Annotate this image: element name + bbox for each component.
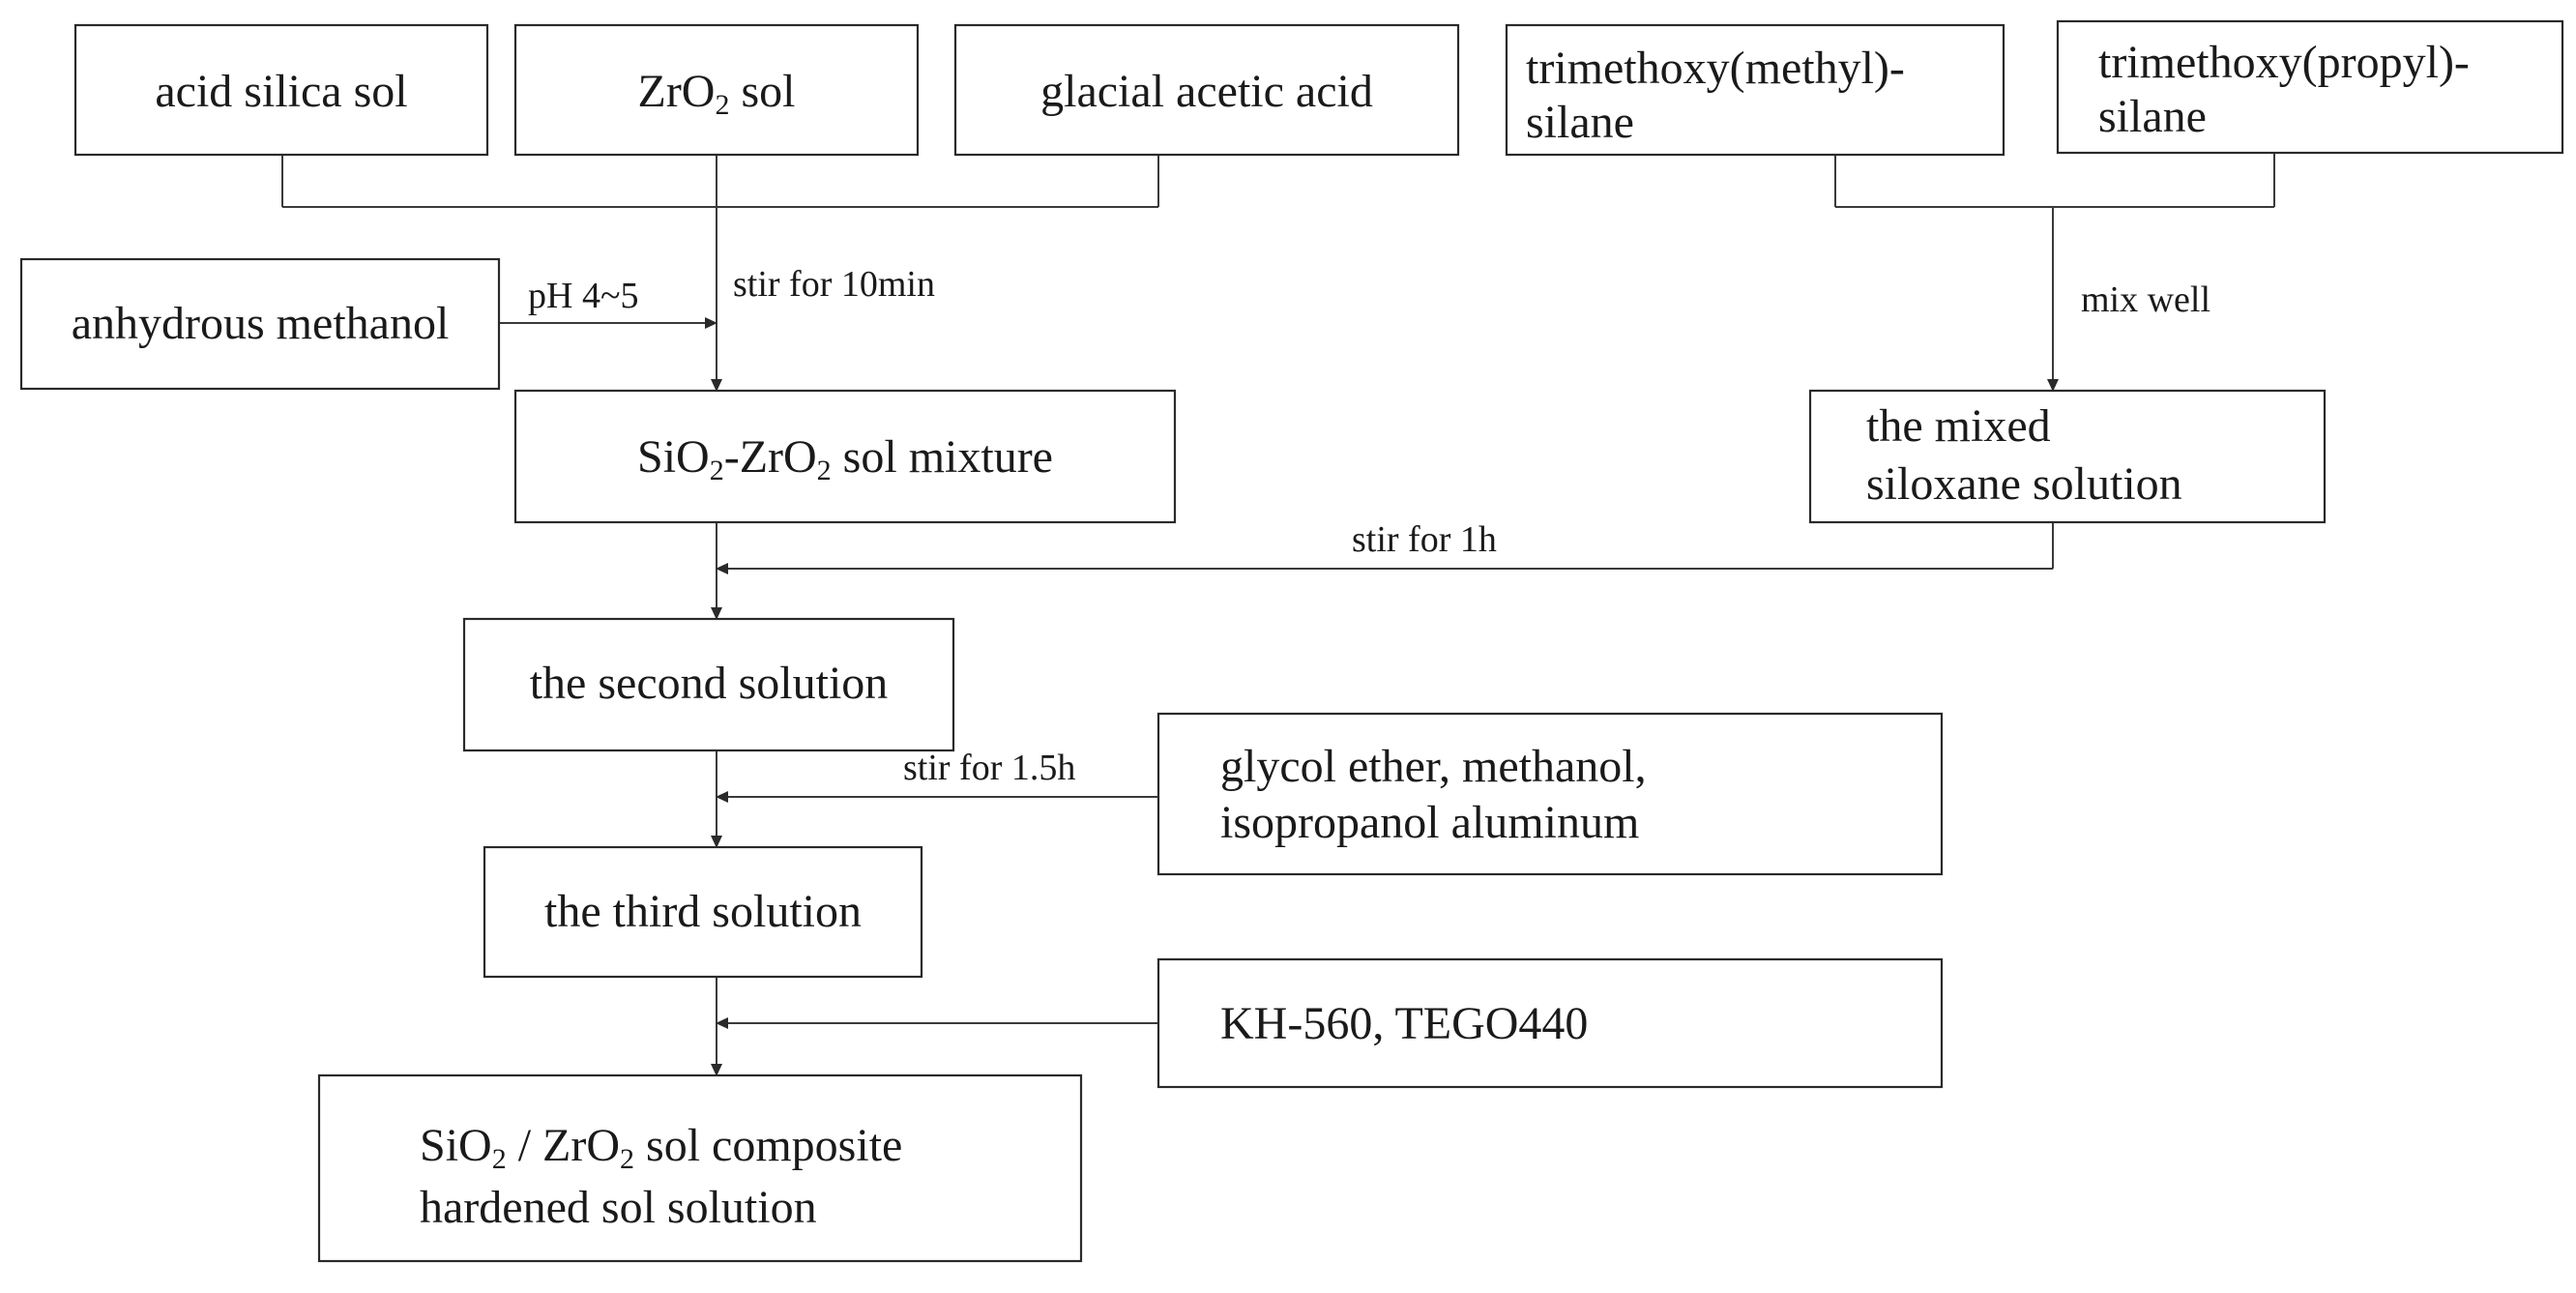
node-label-line1: glycol ether, methanol,	[1220, 741, 1647, 792]
node-label: glacial acetic acid	[1040, 66, 1373, 117]
node-label-line2: silane	[2098, 91, 2207, 142]
node-label-line1: SiO2 / ZrO2 sol composite	[420, 1120, 902, 1175]
node-sio2-zro2-sol-mixture: SiO2-ZrO2 sol mixture	[513, 389, 1177, 524]
node-kh560-tego440: KH-560, TEGO440	[1156, 957, 1944, 1089]
node-label: the third solution	[544, 886, 862, 937]
node-label-line2: isopropanol aluminum	[1220, 797, 1639, 848]
node-label-line1: trimethoxy(propyl)-	[2098, 37, 2470, 88]
node-second-solution: the second solution	[462, 617, 955, 752]
node-label-line1: trimethoxy(methyl)-	[1526, 43, 1905, 94]
node-mixed-siloxane-solution: the mixed siloxane solution	[1808, 389, 2327, 524]
label-ph: pH 4~5	[528, 276, 639, 316]
node-label: anhydrous methanol	[72, 298, 450, 349]
node-final-product: SiO2 / ZrO2 sol composite hardened sol s…	[317, 1073, 1083, 1263]
node-label-line2: siloxane solution	[1866, 458, 2182, 510]
label-stir-1-5h: stir for 1.5h	[903, 748, 1075, 788]
node-trimethoxy-propyl-silane: trimethoxy(propyl)- silane	[2056, 19, 2564, 155]
node-acid-silica-sol: acid silica sol	[73, 23, 489, 157]
node-label: ZrO2 sol	[638, 66, 796, 121]
node-anhydrous-methanol: anhydrous methanol	[19, 257, 501, 391]
node-glacial-acetic-acid: glacial acetic acid	[953, 23, 1460, 157]
node-label: SiO2-ZrO2 sol mixture	[637, 431, 1053, 486]
node-label: KH-560, TEGO440	[1220, 998, 1588, 1049]
node-label-line2: silane	[1526, 97, 1634, 148]
node-third-solution: the third solution	[483, 845, 923, 979]
node-label-line1: the mixed	[1866, 400, 2051, 452]
node-zro2-sol: ZrO2 sol	[513, 23, 920, 157]
node-trimethoxy-methyl-silane: trimethoxy(methyl)- silane	[1505, 23, 2005, 157]
connectors	[281, 153, 2275, 1076]
label-mix-well: mix well	[2081, 279, 2210, 320]
label-stir-10min: stir for 10min	[733, 264, 935, 305]
label-stir-1h: stir for 1h	[1352, 519, 1497, 560]
node-label: acid silica sol	[155, 66, 407, 117]
node-label-line2: hardened sol solution	[420, 1182, 817, 1233]
node-glycol-ether-group: glycol ether, methanol, isopropanol alum…	[1156, 712, 1944, 876]
node-label: the second solution	[530, 658, 889, 709]
